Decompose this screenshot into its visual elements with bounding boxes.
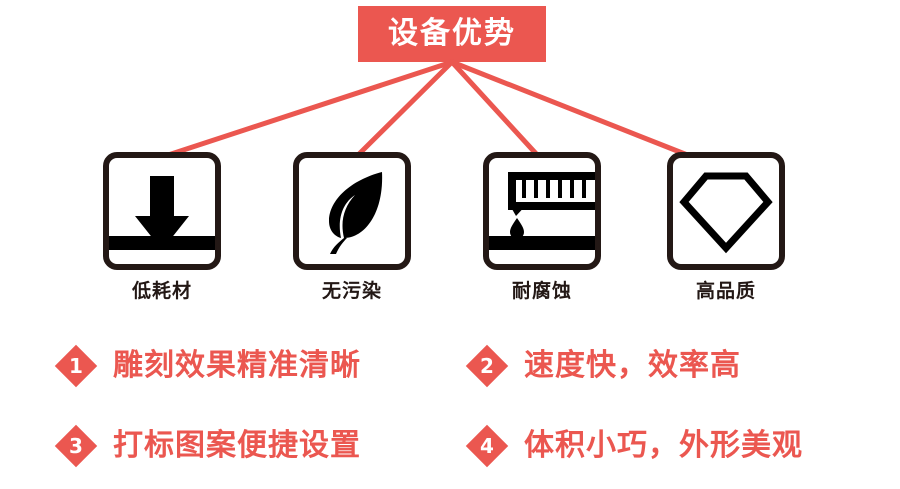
feature-box-high-quality (667, 152, 785, 270)
bullet-item-3: 3 打标图案便捷设置 (54, 424, 361, 468)
bullet-number-2: 2 (480, 354, 494, 378)
separator-bar (489, 236, 595, 250)
feature-box-corrosion-resistant (483, 152, 601, 270)
feature-box-no-pollution (293, 152, 411, 270)
bullet-diamond-marker-2: 2 (465, 344, 509, 388)
feature-box-low-consumable (103, 152, 221, 270)
connector-line-1 (156, 59, 455, 161)
ruler-droplet-icon (508, 172, 595, 239)
bullet-text-4: 体积小巧，外形美观 (524, 428, 803, 463)
leaf-icon (329, 172, 383, 254)
page-title: 设备优势 (388, 16, 516, 51)
down-arrow-icon (135, 176, 189, 250)
bullet-number-1: 1 (69, 354, 83, 378)
bullet-item-4: 4 体积小巧，外形美观 (465, 424, 803, 468)
bullet-item-1: 1 雕刻效果精准清晰 (54, 344, 361, 388)
connector-line-2 (352, 59, 455, 161)
bullet-text-1: 雕刻效果精准清晰 (113, 348, 361, 383)
bullet-number-4: 4 (480, 434, 494, 458)
connector-line-4 (449, 59, 693, 159)
feature-label-high-quality: 高品质 (695, 280, 756, 302)
feature-label-no-pollution: 无污染 (321, 280, 382, 302)
separator-bar (109, 236, 215, 250)
bullet-diamond-marker-4: 4 (465, 424, 509, 468)
bullet-text-3: 打标图案便捷设置 (113, 428, 361, 463)
diamond-gem-icon (679, 172, 773, 254)
bullet-number-3: 3 (69, 434, 83, 458)
bullet-item-2: 2 速度快，效率高 (465, 344, 741, 388)
bullet-text-2: 速度快，效率高 (524, 348, 741, 383)
title-banner: 设备优势 (358, 6, 546, 62)
connector-line-3 (449, 59, 543, 161)
bullet-diamond-marker-1: 1 (54, 344, 98, 388)
feature-label-low-consumable: 低耗材 (131, 280, 192, 302)
feature-label-corrosion-resistant: 耐腐蚀 (511, 280, 572, 302)
bullet-diamond-marker-3: 3 (54, 424, 98, 468)
